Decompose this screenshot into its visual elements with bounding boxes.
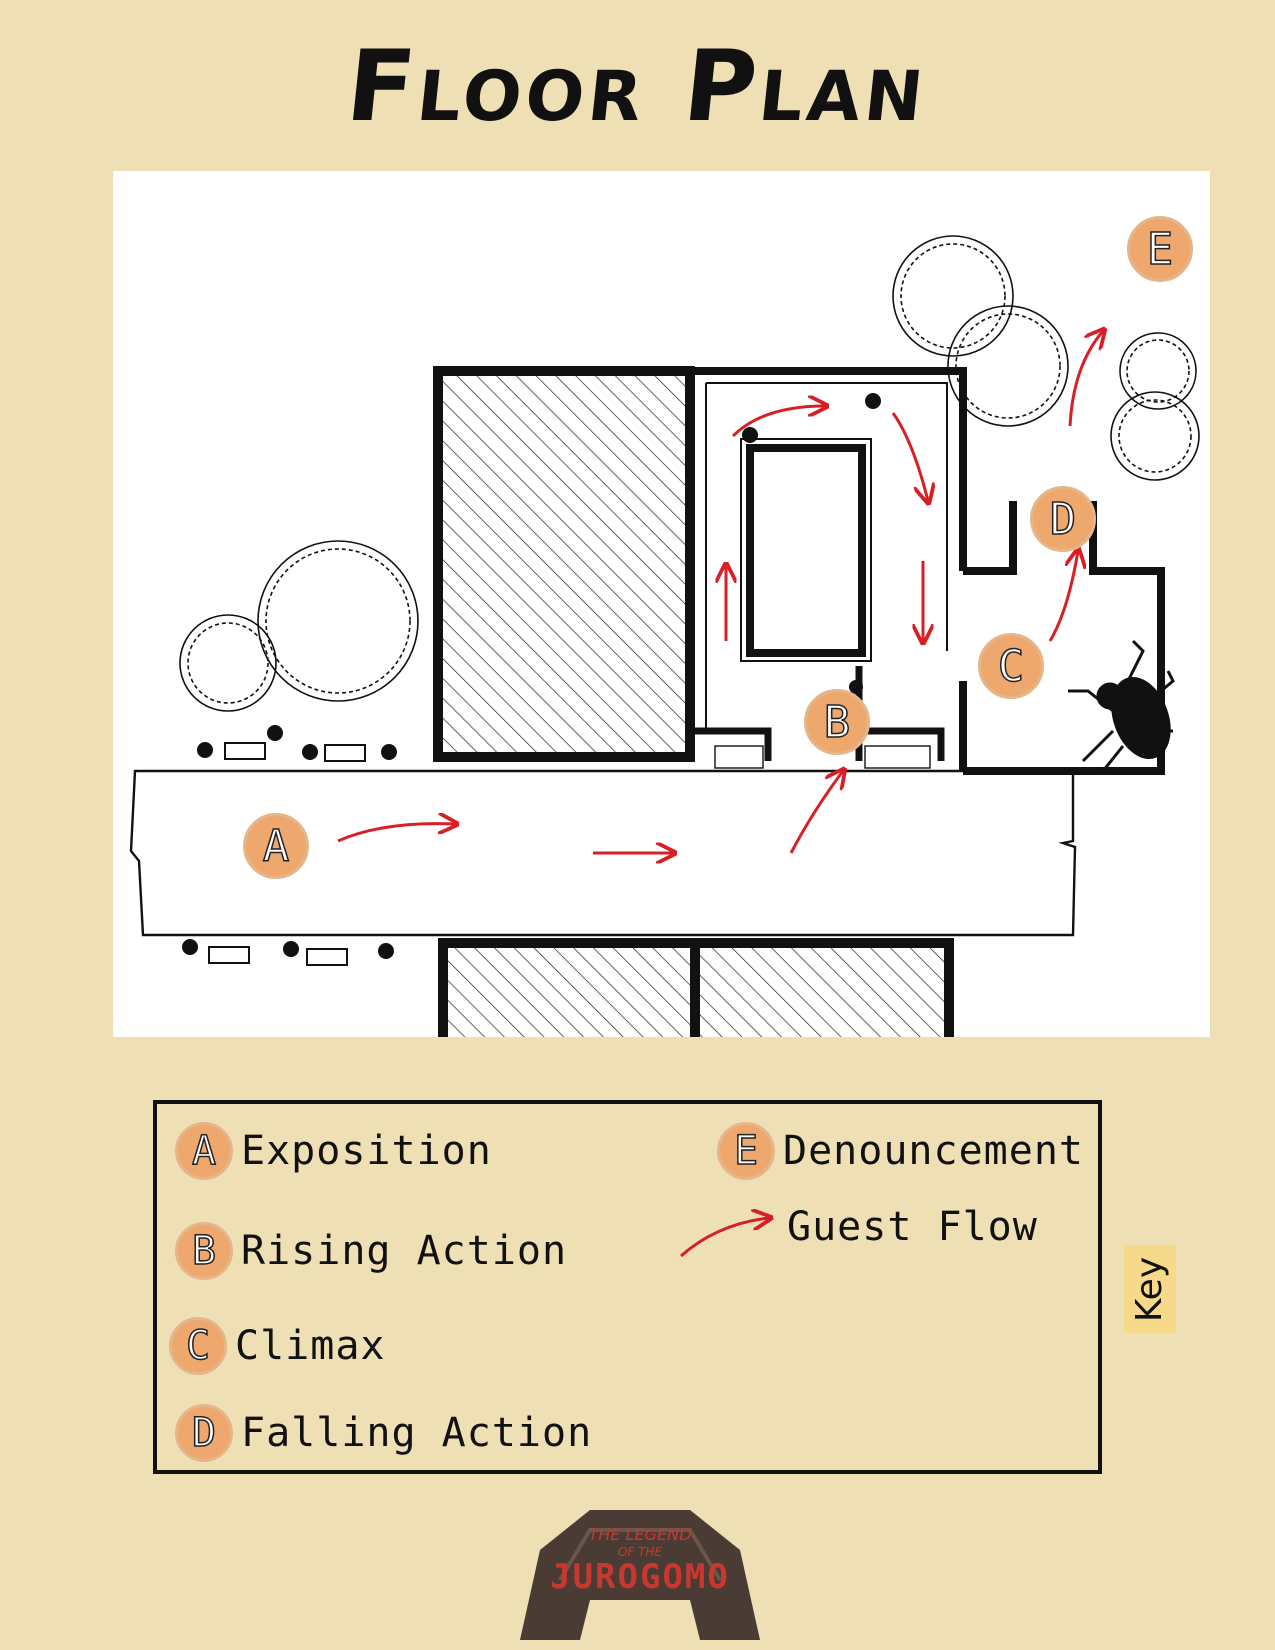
shrub-left bbox=[179, 540, 419, 712]
legend-badge-c: C bbox=[169, 1317, 227, 1375]
legend-item-d: D Falling Action bbox=[175, 1404, 592, 1462]
legend-item-a: A Exposition bbox=[175, 1122, 492, 1180]
marker-e-badge: E bbox=[1127, 216, 1193, 282]
building-lower-right bbox=[690, 938, 954, 1037]
marker-c: C bbox=[978, 633, 1044, 699]
guest-flow-arrows bbox=[337, 331, 1103, 853]
marker-e: E bbox=[1127, 216, 1193, 282]
benches bbox=[182, 393, 881, 966]
guest-flow-arrow-icon bbox=[680, 1204, 777, 1258]
legend-label-d: Falling Action bbox=[241, 1410, 593, 1456]
marker-a-badge: A bbox=[243, 813, 309, 879]
legend-box: A Exposition B Rising Action C Climax D … bbox=[153, 1100, 1102, 1474]
logo-line1: THE LEGEND bbox=[589, 1525, 692, 1544]
key-tab-label: Key bbox=[1129, 1256, 1171, 1322]
hedges bbox=[714, 745, 931, 769]
building-main bbox=[433, 366, 695, 762]
marker-c-badge: C bbox=[978, 633, 1044, 699]
marker-d: D bbox=[1030, 486, 1096, 552]
marker-a: A bbox=[243, 813, 309, 879]
legend-label-a: Exposition bbox=[241, 1128, 492, 1174]
page-title: Floor Plan bbox=[341, 30, 934, 144]
logo-line3: JUROGOMO bbox=[550, 1557, 730, 1597]
spider-figure bbox=[1068, 639, 1175, 772]
legend-label-c: Climax bbox=[235, 1323, 386, 1369]
legend-item-b: B Rising Action bbox=[175, 1222, 567, 1280]
legend-badge-d: D bbox=[175, 1404, 233, 1462]
legend-badge-a: A bbox=[175, 1122, 233, 1180]
marker-d-badge: D bbox=[1030, 486, 1096, 552]
shrub-top bbox=[892, 235, 1200, 481]
floor-plan bbox=[113, 171, 1210, 1037]
logo-line2: OF THE bbox=[618, 1545, 663, 1559]
legend-label-flow: Guest Flow bbox=[787, 1204, 1038, 1250]
legend-item-flow: Guest Flow bbox=[677, 1204, 1038, 1264]
legend-item-e: E Denouncement bbox=[717, 1122, 1084, 1180]
legend-label-e: Denouncement bbox=[783, 1128, 1084, 1174]
marker-b-badge: B bbox=[804, 689, 870, 755]
legend-badge-e: E bbox=[717, 1122, 775, 1180]
legend-item-c: C Climax bbox=[169, 1317, 386, 1375]
marker-b: B bbox=[804, 689, 870, 755]
legend-badge-b: B bbox=[175, 1222, 233, 1280]
building-lower-left bbox=[438, 938, 700, 1037]
queue-building bbox=[690, 367, 1165, 775]
jurogomo-logo: THE LEGEND OF THE JUROGOMO bbox=[520, 1510, 760, 1640]
key-tab: Key bbox=[1124, 1245, 1176, 1333]
legend-label-b: Rising Action bbox=[241, 1228, 568, 1274]
